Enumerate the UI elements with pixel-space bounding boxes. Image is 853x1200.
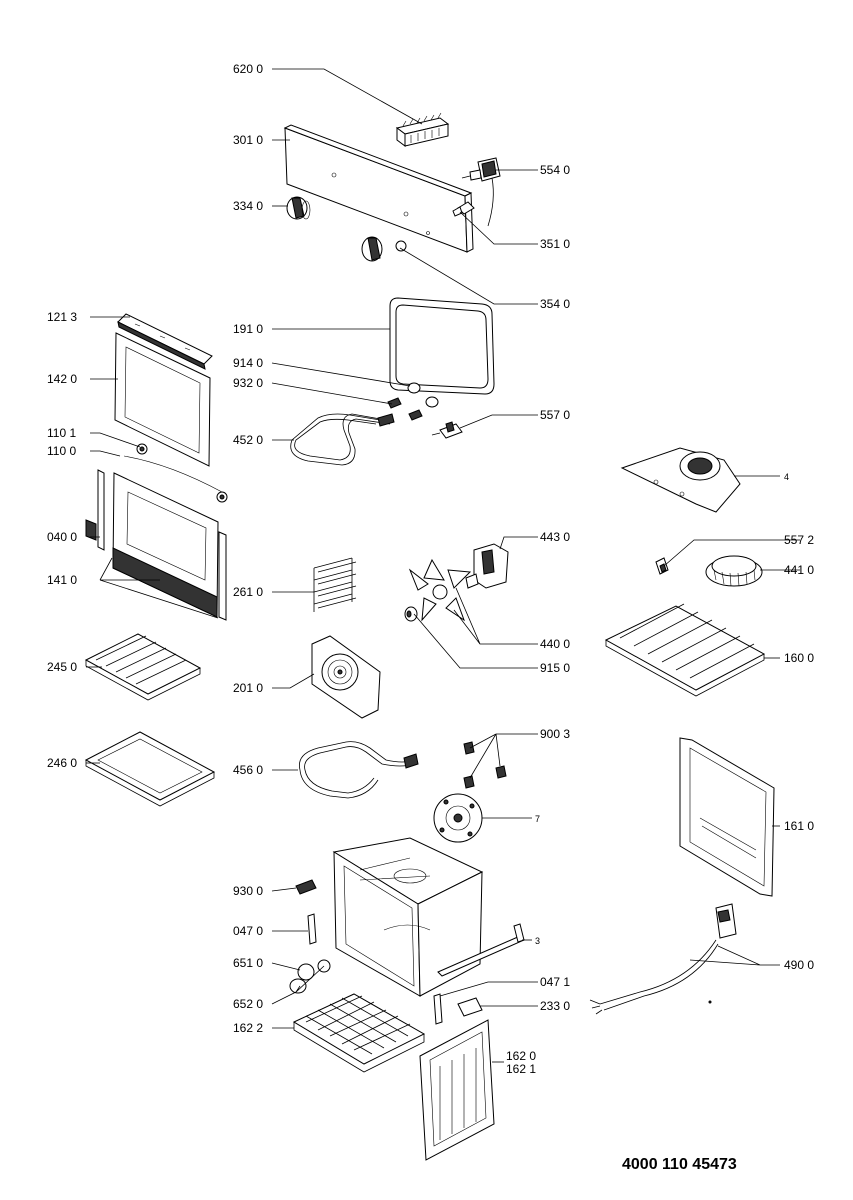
part-wiring-harness bbox=[589, 903, 737, 1015]
label-915-0: 915 0 bbox=[540, 661, 570, 675]
label-354-0: 354 0 bbox=[540, 297, 570, 311]
label-110-1: 110 1 bbox=[47, 426, 76, 440]
label-245-0: 245 0 bbox=[47, 660, 77, 674]
part-door-seal bbox=[389, 297, 495, 395]
label-160-0: 160 0 bbox=[784, 651, 814, 665]
label-557-2: 557 2 bbox=[784, 533, 814, 547]
part-fan-nut bbox=[404, 606, 418, 622]
part-door-glass bbox=[114, 332, 211, 467]
part-control-panel bbox=[283, 124, 474, 253]
label-351-0: 351 0 bbox=[540, 237, 570, 251]
label-191-0: 191 0 bbox=[233, 322, 263, 336]
label-441-0: 441 0 bbox=[784, 563, 814, 577]
part-fan-motor bbox=[465, 543, 509, 589]
part-thermostat bbox=[452, 201, 475, 217]
label-900-3: 900 3 bbox=[540, 727, 570, 741]
document-code: 4000 110 45473 bbox=[622, 1156, 737, 1173]
part-cooling-duct bbox=[620, 447, 741, 513]
label-652-0: 652 0 bbox=[233, 997, 263, 1011]
part-wire-shelf bbox=[604, 603, 766, 697]
label-141-0: 141 0 bbox=[47, 573, 77, 587]
part-outer-door bbox=[112, 472, 219, 618]
label-932-0: 932 0 bbox=[233, 376, 263, 390]
part-grill-element bbox=[290, 413, 395, 466]
part-side-panel bbox=[419, 1019, 495, 1161]
part-grill-fittings bbox=[387, 382, 439, 421]
part-circular-element bbox=[299, 741, 419, 799]
part-terminal-block bbox=[395, 112, 450, 147]
label-047-0: 047 0 bbox=[233, 924, 263, 938]
label-7: 7 bbox=[535, 814, 540, 824]
label-930-0: 930 0 bbox=[233, 884, 263, 898]
label-651-0: 651 0 bbox=[233, 956, 263, 970]
part-side-rack bbox=[313, 557, 357, 612]
label-233-0: 233 0 bbox=[540, 999, 570, 1013]
label-554-0: 554 0 bbox=[540, 163, 570, 177]
label-490-0: 490 0 bbox=[784, 958, 814, 972]
label-162-2: 162 2 bbox=[233, 1021, 263, 1035]
label-162-1: 162 1 bbox=[506, 1062, 536, 1076]
label-121-3: 121 3 bbox=[47, 310, 77, 324]
label-456-0: 456 0 bbox=[233, 763, 263, 777]
label-246-0: 246 0 bbox=[47, 756, 77, 770]
label-201-0: 201 0 bbox=[233, 681, 263, 695]
label-047-1: 047 1 bbox=[540, 975, 570, 989]
part-oven-cavity bbox=[332, 837, 484, 997]
part-selector-switch bbox=[461, 157, 501, 227]
label-142-0: 142 0 bbox=[47, 372, 77, 386]
label-557-0: 557 0 bbox=[540, 408, 570, 422]
part-thermal-cutout bbox=[431, 421, 463, 439]
part-grid-shelf bbox=[84, 633, 202, 701]
label-452-0: 452 0 bbox=[233, 433, 263, 447]
label-620-0: 620 0 bbox=[233, 62, 263, 76]
part-rear-panel bbox=[679, 737, 775, 897]
part-bottom-grid bbox=[292, 993, 426, 1073]
part-labels: 620 0 301 0 554 0 334 0 351 0 354 0 121 … bbox=[47, 62, 814, 1076]
label-4: 4 bbox=[784, 472, 789, 482]
label-3: 3 bbox=[535, 936, 540, 946]
part-lamp-and-lock bbox=[433, 993, 483, 1025]
label-440-0: 440 0 bbox=[540, 637, 570, 651]
part-tangential-fan bbox=[705, 555, 763, 587]
label-914-0: 914 0 bbox=[233, 356, 263, 370]
part-rear-plate bbox=[433, 793, 483, 843]
label-162-0: 162 0 bbox=[506, 1049, 536, 1063]
part-fan-blade bbox=[408, 558, 472, 622]
part-door-hinge bbox=[85, 469, 227, 621]
part-door-screw bbox=[123, 443, 228, 503]
part-clips bbox=[463, 741, 507, 789]
part-knob-left bbox=[286, 196, 311, 220]
label-301-0: 301 0 bbox=[233, 133, 263, 147]
label-040-0: 040 0 bbox=[47, 530, 77, 544]
part-knob-right bbox=[361, 236, 407, 262]
part-clip bbox=[655, 557, 669, 575]
leader-lines bbox=[86, 68, 800, 1063]
part-fan-cover bbox=[311, 635, 381, 719]
label-334-0: 334 0 bbox=[233, 199, 263, 213]
part-small-fittings bbox=[289, 879, 331, 994]
label-161-0: 161 0 bbox=[784, 819, 814, 833]
label-443-0: 443 0 bbox=[540, 530, 570, 544]
label-261-0: 261 0 bbox=[233, 585, 263, 599]
label-110-0: 110 0 bbox=[47, 444, 76, 458]
part-enamel-tray bbox=[84, 731, 216, 807]
